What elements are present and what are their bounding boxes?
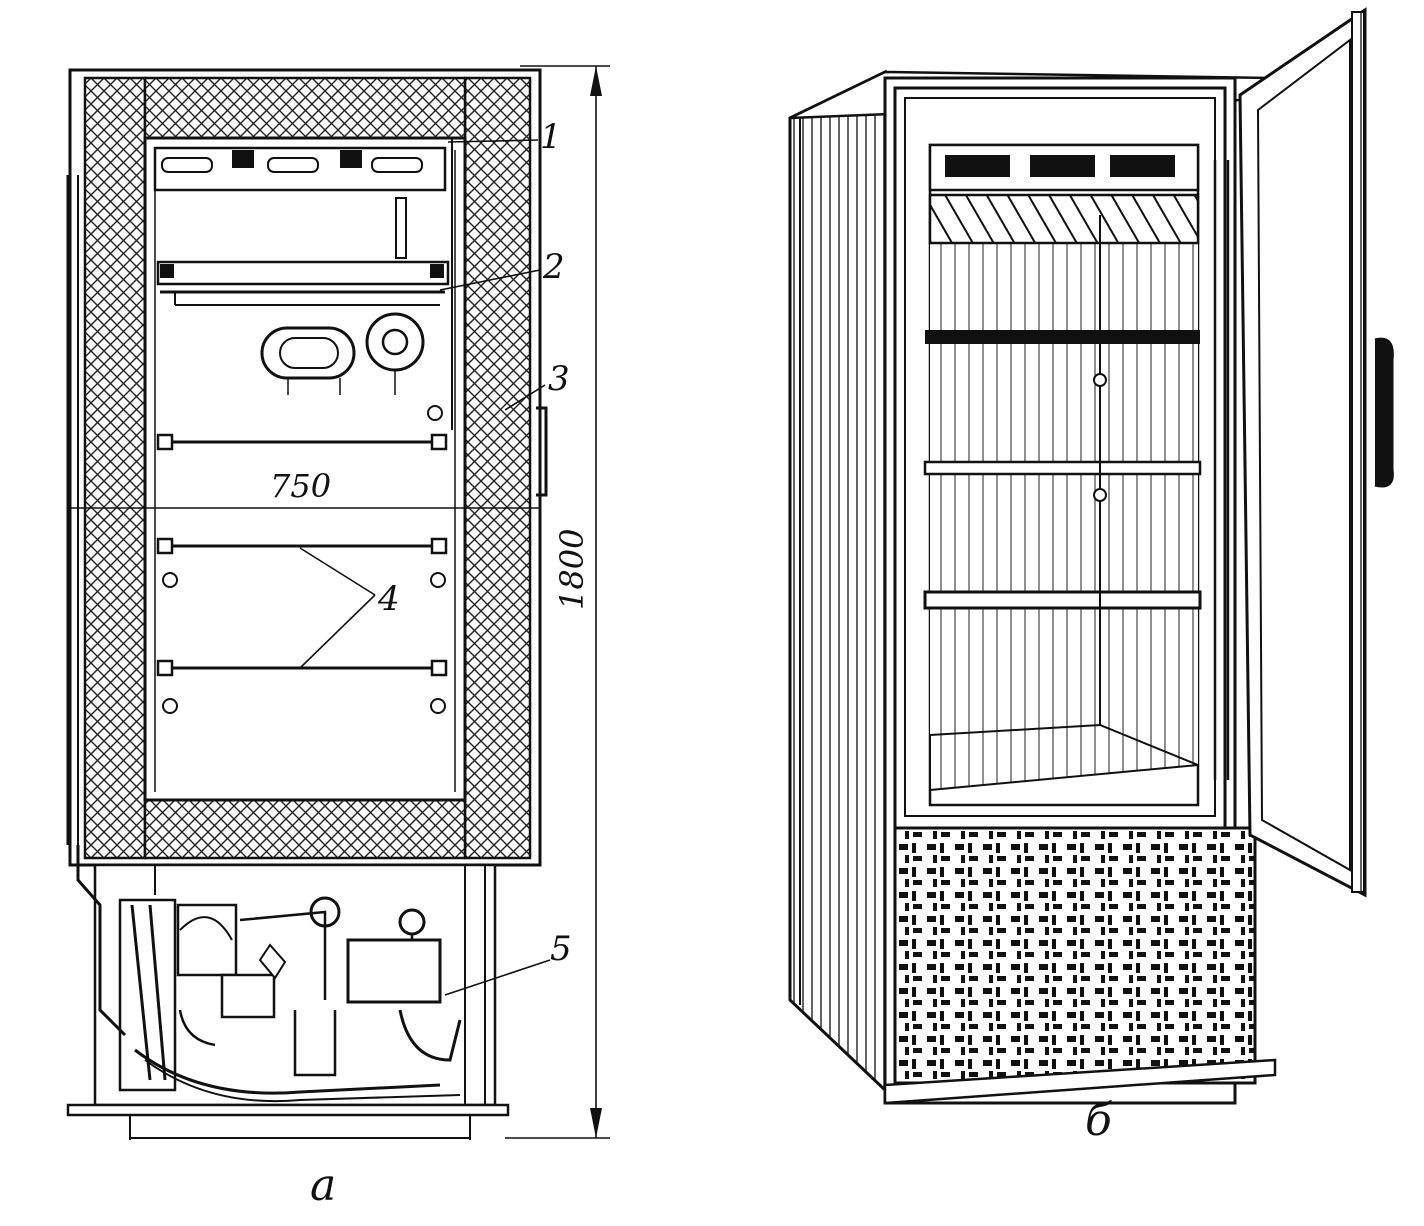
machine-compartment [93, 863, 497, 1107]
evaporator-b [928, 193, 1200, 245]
figure-a-caption: а [310, 1160, 336, 1211]
door-handle-b [1374, 337, 1394, 488]
callout-label-4: 4 [377, 579, 400, 619]
open-door [1213, 7, 1394, 898]
shelves-b [923, 215, 1202, 765]
ventilation-grille [893, 826, 1257, 1085]
figure-b-caption: б [1085, 1095, 1112, 1146]
control-panel [153, 146, 447, 192]
figure-b-perspective-view: б [788, 7, 1394, 1146]
dimension-label-width: 750 [270, 467, 331, 505]
callout-label-3: 3 [548, 359, 570, 399]
compressor [346, 938, 442, 1004]
shelves [156, 433, 448, 677]
cabinet-side-panel [788, 69, 887, 1094]
callout-label-5: 5 [550, 929, 572, 969]
dimension-line-height [505, 65, 610, 1139]
door-handle [536, 406, 548, 497]
callout-label-2: 2 [542, 247, 565, 287]
inner-chamber [143, 136, 467, 802]
evaporator [156, 260, 450, 306]
shelf-mount-marks [162, 405, 446, 714]
callout-leaders [299, 139, 551, 996]
base-plate [66, 1103, 510, 1117]
lamp-and-thermostat [260, 312, 425, 395]
dimension-label-height: 1800 [553, 529, 591, 610]
callout-label-1: 1 [540, 117, 562, 157]
figure-a-section-view: 1 2 3 4 5 750 1800 а [66, 65, 610, 1211]
